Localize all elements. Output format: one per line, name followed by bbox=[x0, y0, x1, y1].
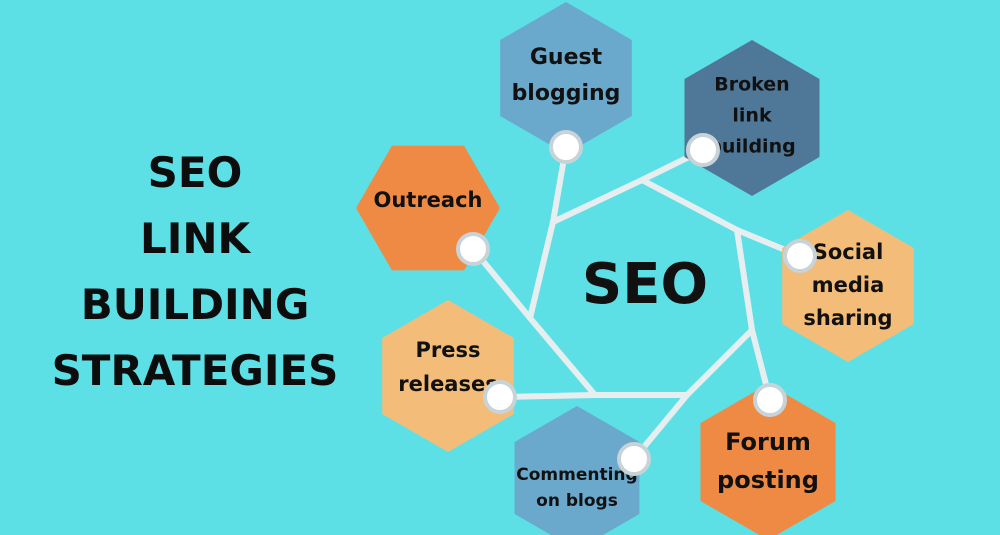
social-media-sharing-label-line: media bbox=[812, 273, 885, 297]
forum-posting-dot bbox=[753, 383, 787, 417]
commenting-on-blogs-dot bbox=[617, 442, 651, 476]
commenting-on-blogs-label-line: Commenting bbox=[516, 465, 637, 485]
title-line-2: LINK bbox=[139, 214, 251, 263]
commenting-on-blogs-hexagon bbox=[514, 406, 640, 535]
infographic-title: SEO LINK BUILDING STRATEGIES bbox=[20, 140, 370, 404]
broken-link-building-dot bbox=[686, 133, 720, 167]
social-media-sharing-hexagon bbox=[782, 210, 914, 362]
social-media-sharing-label-line: Social bbox=[813, 240, 884, 264]
social-media-sharing-node: Social media sharing bbox=[782, 210, 914, 362]
press-releases-node: Press releases bbox=[382, 300, 514, 452]
forum-posting-node: Forum posting bbox=[700, 384, 836, 535]
press-releases-label-line: releases bbox=[398, 372, 497, 396]
broken-link-building-label-line: link bbox=[732, 105, 772, 127]
social-media-sharing-dot bbox=[783, 239, 817, 273]
outreach-dot bbox=[456, 232, 490, 266]
forum-posting-label-line: posting bbox=[717, 466, 819, 494]
outreach-label-line: Outreach bbox=[373, 188, 482, 212]
guest-blogging-hexagon bbox=[500, 2, 632, 154]
center-seo-label: SEO bbox=[582, 252, 708, 317]
title-line-4: STRATEGIES bbox=[51, 346, 339, 395]
guest-blogging-label-line: blogging bbox=[512, 81, 621, 106]
commenting-on-blogs-node: Commenting on blogs bbox=[514, 406, 640, 535]
forum-posting-hexagon bbox=[700, 384, 836, 535]
forum-posting-label-line: Forum bbox=[725, 428, 811, 456]
title-line-3: BUILDING bbox=[80, 280, 310, 329]
title-line-1: SEO bbox=[147, 148, 243, 197]
commenting-on-blogs-label-line: on blogs bbox=[536, 491, 618, 511]
connector-dots bbox=[456, 130, 817, 476]
guest-blogging-label-line: Guest bbox=[530, 45, 603, 70]
broken-link-building-label-line: building bbox=[708, 136, 795, 158]
guest-blogging-node: Guest blogging bbox=[500, 2, 632, 154]
center-hub: SEO bbox=[582, 252, 708, 317]
press-releases-hexagon bbox=[382, 300, 514, 452]
broken-link-building-label-line: Broken bbox=[714, 74, 789, 96]
press-releases-label-line: Press bbox=[416, 338, 481, 362]
social-media-sharing-label-line: sharing bbox=[803, 306, 892, 330]
hub-outline bbox=[527, 177, 755, 398]
press-releases-dot bbox=[483, 380, 517, 414]
guest-blogging-dot bbox=[549, 130, 583, 164]
broken-link-building-node: Broken link building bbox=[684, 40, 820, 196]
